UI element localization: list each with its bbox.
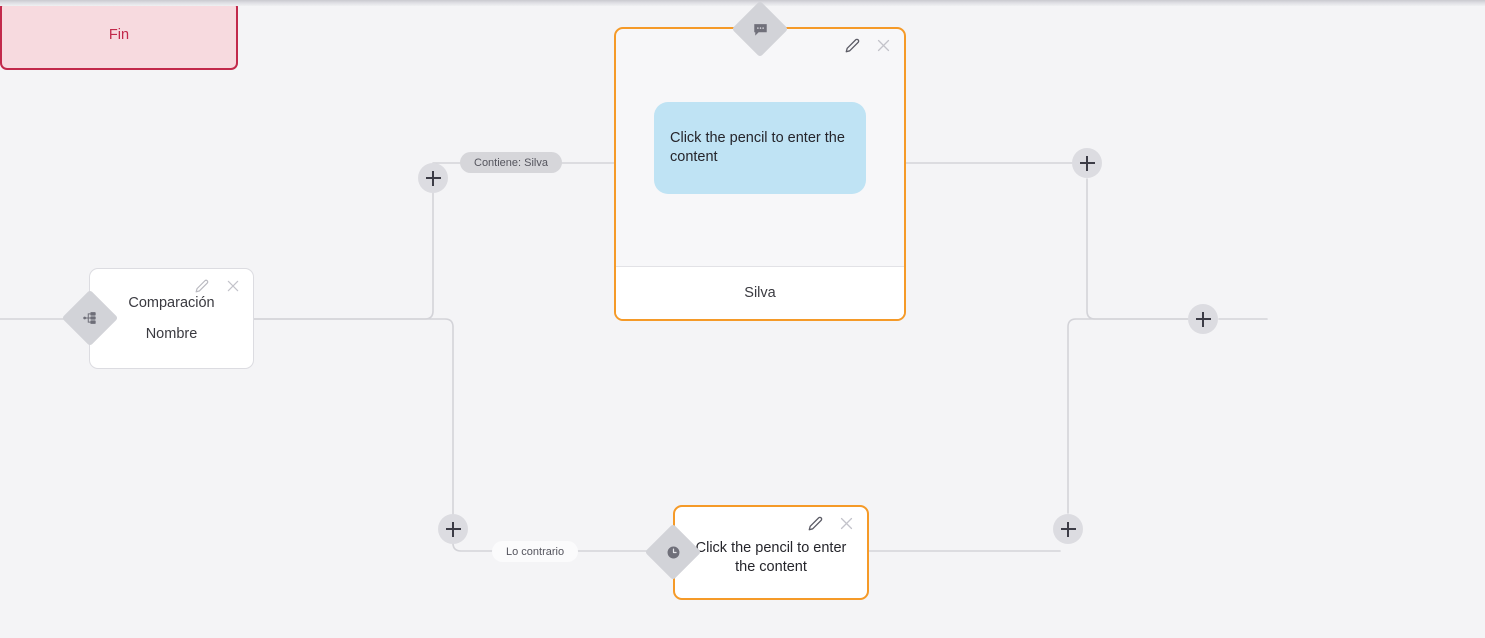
clock-icon	[653, 532, 693, 572]
add-node-button-before-end[interactable]	[1188, 304, 1218, 334]
node-delay-actions	[807, 515, 855, 532]
close-icon[interactable]	[875, 37, 892, 54]
pencil-icon[interactable]	[844, 37, 861, 54]
branch-icon-handle[interactable]	[61, 289, 119, 347]
edge-label-false[interactable]: Lo contrario	[492, 541, 579, 562]
edge-label-true[interactable]: Contiene: Silva	[460, 152, 562, 173]
chat-bubble-icon	[740, 9, 780, 49]
delay-body-text: Click the pencil to enter the content	[695, 539, 847, 575]
add-node-button-top-right[interactable]	[1072, 148, 1102, 178]
add-node-button-bottom-right[interactable]	[1053, 514, 1083, 544]
close-icon[interactable]	[838, 515, 855, 532]
comparison-subtitle: Nombre	[145, 326, 198, 342]
message-body: Click the pencil to enter the content	[616, 29, 904, 266]
close-icon[interactable]	[224, 277, 241, 294]
node-message[interactable]: Click the pencil to enter the content Si…	[614, 27, 906, 321]
node-comparison[interactable]: Comparación Nombre	[89, 268, 254, 369]
edge-merge-top	[1086, 178, 1189, 320]
window-top-edge	[0, 0, 1485, 6]
add-node-button-top-left[interactable]	[418, 163, 448, 193]
pencil-icon[interactable]	[807, 515, 824, 532]
chat-bubble-icon-handle[interactable]	[731, 0, 789, 58]
branch-icon	[70, 298, 110, 338]
add-node-button-bottom-left[interactable]	[438, 514, 468, 544]
clock-icon-handle[interactable]	[644, 523, 702, 581]
node-delay[interactable]: Click the pencil to enter the content	[673, 505, 869, 600]
comparison-title: Comparación	[128, 294, 215, 311]
pencil-icon[interactable]	[193, 277, 210, 294]
node-comparison-actions	[193, 277, 241, 294]
edge-merge-bottom	[1067, 318, 1189, 514]
node-end[interactable]: Fin	[0, 0, 238, 70]
edge-false-branch-down	[253, 318, 454, 530]
node-message-actions	[844, 37, 892, 54]
edge-true-branch-up	[253, 178, 434, 320]
message-bubble[interactable]: Click the pencil to enter the content	[654, 101, 866, 194]
message-footer-label: Silva	[616, 266, 904, 319]
